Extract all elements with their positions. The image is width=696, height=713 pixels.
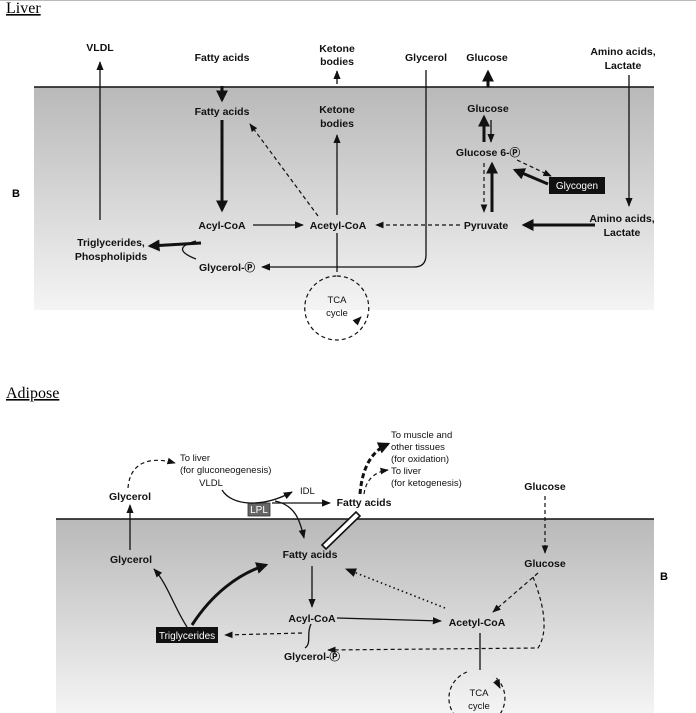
- adipose-acylcoa-to-acetylcoa-arrow: [336, 617, 442, 625]
- adipose-to-muscle-label-1: To muscle and: [391, 430, 452, 441]
- adipose-cell-region: [56, 519, 654, 713]
- liver-ketone-out-label-2: bodies: [320, 56, 354, 68]
- adipose-acylcoa-to-trig-arrow: [224, 631, 303, 639]
- liver-glucose6p-label: Glucose 6-Ⓟ: [456, 146, 521, 159]
- liver-fatty-acids-out-label: Fatty acids: [195, 52, 250, 64]
- liver-ketone-in-label-2: bodies: [320, 118, 354, 130]
- liver-glycogen-box: [549, 177, 605, 194]
- adipose-lpl-to-fa-arrow: [274, 500, 306, 539]
- adipose-triglycerides-box: [156, 627, 218, 643]
- adipose-fa-release-channel: [320, 510, 362, 551]
- adipose-lpl-label: LPL: [250, 505, 268, 516]
- adipose-glucose-to-glycerolp-arrow: [327, 576, 545, 654]
- liver-glycerol-p-label: Glycerol-Ⓟ: [199, 261, 256, 274]
- liver-pyruvate-label: Pyruvate: [464, 220, 509, 232]
- liver-glycogen-to-g6p-arrow: [512, 168, 549, 186]
- liver-tca-cycle-arrowhead: [352, 316, 362, 326]
- liver-cell-region: [34, 87, 654, 310]
- adipose-tca-cycle-arrowhead: [493, 679, 501, 689]
- adipose-fa-to-liver-arrow: [363, 467, 389, 495]
- adipose-trig-to-glycerol-arrow: [153, 568, 188, 628]
- liver-heading: Liver: [6, 0, 41, 17]
- liver-acyl-coa-label: Acyl-CoA: [198, 220, 246, 232]
- adipose-glucose-to-acetylcoa-arrow: [492, 572, 539, 613]
- adipose-vldl-label: VLDL: [199, 478, 223, 489]
- adipose-glycerol-in-label: Glycerol: [110, 554, 152, 566]
- liver-glucose-out-label: Glucose: [466, 52, 508, 64]
- adipose-to-liver-k-label-1: To liver: [391, 466, 421, 477]
- adipose-glucose-in-label: Glucose: [524, 558, 566, 570]
- liver-triglycerides-label-2: Phospholipids: [75, 251, 147, 263]
- adipose-tca-label-2: cycle: [468, 701, 490, 712]
- adipose-acyl-coa-label: Acyl-CoA: [288, 613, 336, 625]
- liver-tca-label-1: TCA: [328, 295, 348, 306]
- adipose-fa-to-muscle-arrow: [358, 442, 391, 495]
- adipose-triglycerides-label: Triglycerides: [159, 631, 215, 642]
- liver-side-label: B: [12, 188, 20, 200]
- liver-tca-cycle-circle: [304, 275, 370, 341]
- liver-fatty-acids-in-label: Fatty acids: [195, 106, 250, 118]
- liver-ketone-in-label-1: Ketone: [319, 104, 355, 116]
- adipose-to-liver-label-1: To liver: [180, 453, 210, 464]
- liver-ketone-out-label-1: Ketone: [319, 43, 355, 55]
- liver-amino-in-label-2: Lactate: [604, 227, 641, 239]
- liver-glucose-in-label: Glucose: [467, 103, 509, 115]
- liver-vldl-label: VLDL: [86, 42, 114, 54]
- liver-amino-in-label-1: Amino acids,: [589, 213, 654, 225]
- liver-amino-out-label-1: Amino acids,: [590, 46, 655, 58]
- adipose-tca-label-1: TCA: [470, 688, 490, 699]
- adipose-vldl-to-idl-arrow: [221, 489, 293, 504]
- adipose-trig-to-fa-arrow: [190, 562, 269, 626]
- liver-acetyl-coa-label: Acetyl-CoA: [310, 220, 367, 232]
- liver-glycerol-to-glycerolp-arrow: [261, 70, 427, 271]
- adipose-glucose-out-label: Glucose: [524, 481, 566, 493]
- adipose-side-label: B: [660, 571, 668, 583]
- adipose-to-muscle-label-2: other tissues: [391, 442, 445, 453]
- liver-glycerolp-join-line: [181, 240, 197, 260]
- adipose-to-muscle-label-3: (for oxidation): [391, 454, 449, 465]
- liver-glycogen-label: Glycogen: [556, 181, 598, 192]
- liver-g6p-to-glycogen-arrow: [516, 159, 552, 177]
- adipose-tca-cycle-circle: [448, 671, 506, 713]
- liver-panel: Liver B VLDL Fatty acids Ketone bodies G…: [0, 0, 696, 341]
- adipose-idl-label: IDL: [300, 486, 315, 497]
- liver-glycerol-label: Glycerol: [405, 52, 447, 64]
- adipose-panel: Adipose B To liver (for gluconeogenesis)…: [6, 385, 668, 713]
- adipose-glycerol-out-label: Glycerol: [109, 491, 151, 503]
- adipose-glycerolp-join-line: [304, 623, 312, 649]
- adipose-fatty-acids-in-label: Fatty acids: [283, 549, 338, 561]
- adipose-acetyl-coa-label: Acetyl-CoA: [449, 617, 506, 629]
- adipose-fatty-acids-out-label: Fatty acids: [337, 497, 392, 509]
- liver-tca-label-2: cycle: [326, 308, 348, 319]
- adipose-to-liver-label-2: (for gluconeogenesis): [180, 465, 271, 476]
- liver-acylcoa-to-triglycerides-arrow: [147, 239, 202, 252]
- adipose-to-liver-k-label-2: (for ketogenesis): [391, 478, 462, 489]
- adipose-glycerol-to-liver-arrow: [127, 457, 176, 489]
- liver-amino-out-label-2: Lactate: [605, 60, 642, 72]
- adipose-heading: Adipose: [6, 385, 59, 402]
- liver-acetylcoa-to-fa-arrow: [249, 123, 319, 217]
- adipose-glycerol-p-label: Glycerol-Ⓟ: [284, 650, 341, 663]
- liver-triglycerides-label-1: Triglycerides,: [77, 237, 145, 249]
